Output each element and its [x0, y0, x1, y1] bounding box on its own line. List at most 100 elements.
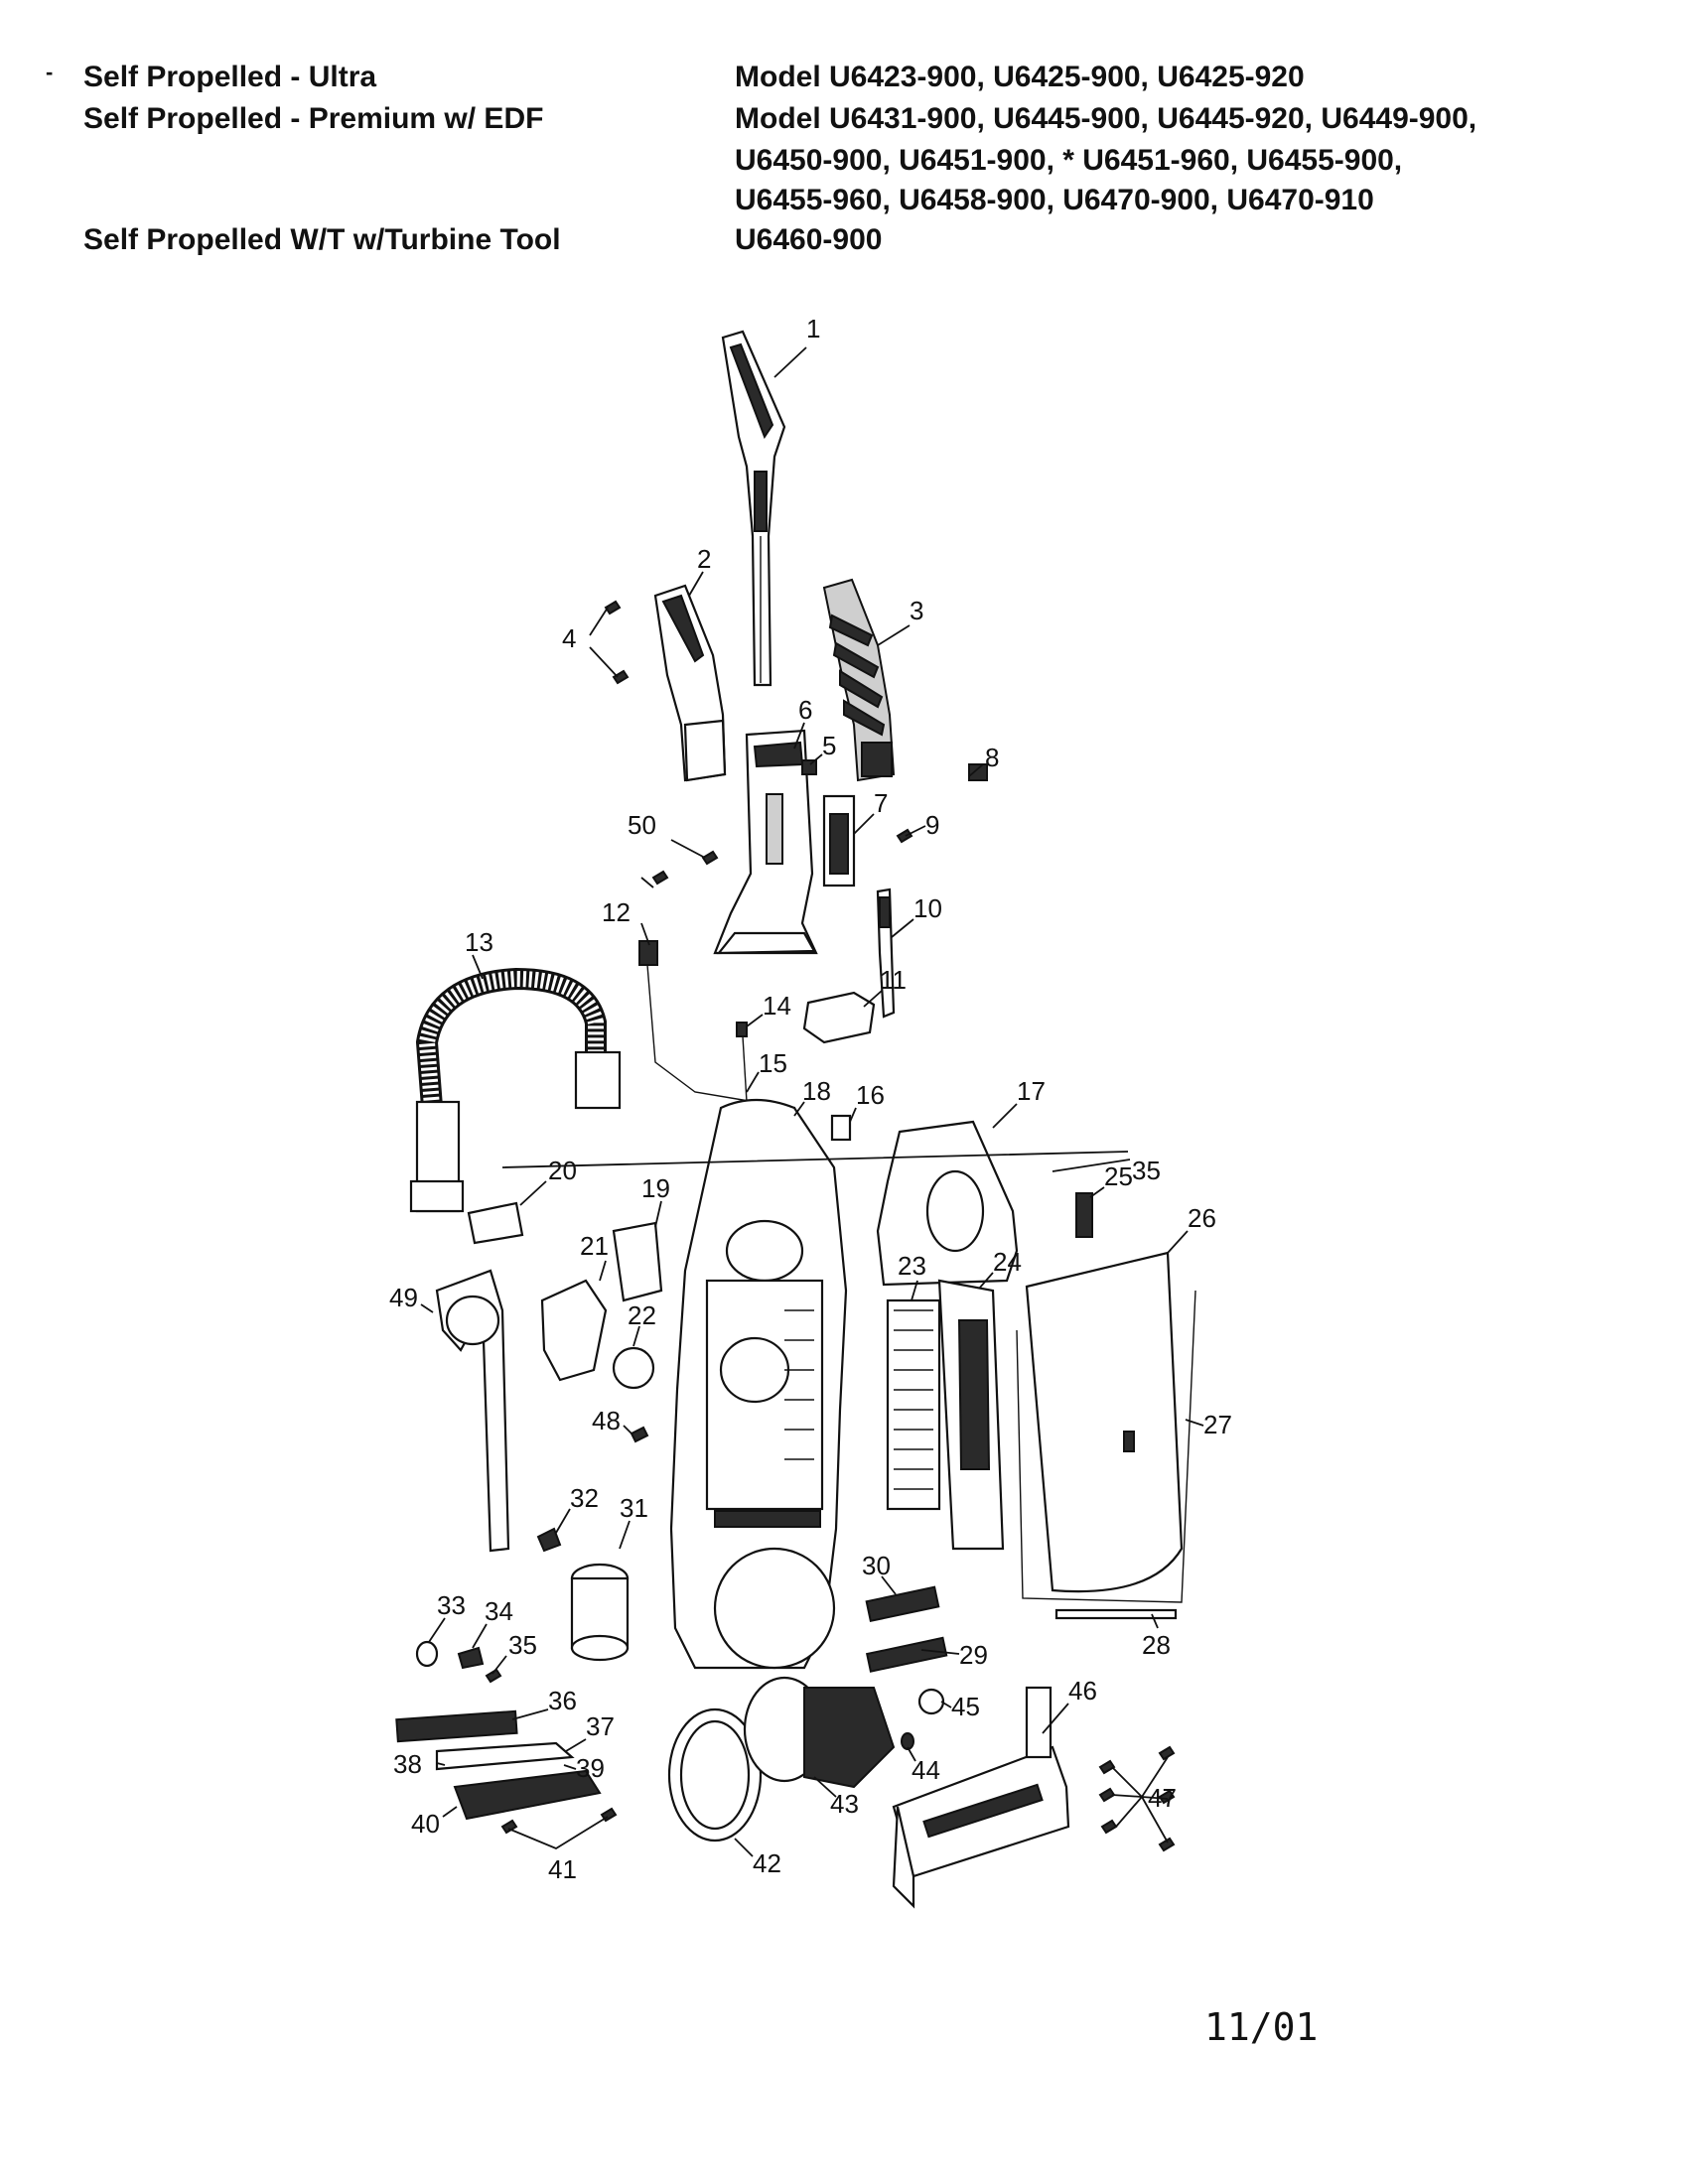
callout-33: 33: [437, 1590, 466, 1620]
part-41-screw-a: [500, 1819, 518, 1835]
part-32: [536, 1527, 562, 1553]
part-47-screws: [1098, 1745, 1176, 1852]
part-22-seal-ring: [612, 1346, 655, 1390]
header-models-premium-line3: U6455-960, U6458-900, U6470-900, U6470-9…: [735, 184, 1374, 216]
header-models-ultra: Model U6423-900, U6425-900, U6425-920: [735, 61, 1305, 93]
callout-43: 43: [830, 1789, 859, 1819]
part-25: [1075, 1192, 1093, 1238]
callout-17: 17: [1017, 1076, 1046, 1106]
part-29-pad: [865, 1636, 948, 1673]
callout-30: 30: [862, 1551, 891, 1580]
callout-25: 25: [1104, 1161, 1133, 1191]
callout-15: 15: [759, 1048, 787, 1078]
part-37-bumper: [435, 1741, 575, 1771]
callout-35-lower: 35: [508, 1630, 537, 1660]
callout-19: 19: [641, 1173, 670, 1203]
part-28-strip: [1054, 1608, 1178, 1620]
header-line-self-propelled-turbine: Self Propelled W/T w/Turbine Tool: [83, 223, 561, 256]
part-30-pad: [865, 1585, 940, 1623]
callout-8: 8: [985, 743, 999, 772]
callout-9: 9: [925, 810, 939, 840]
callout-41: 41: [548, 1854, 577, 1884]
callout-10: 10: [913, 893, 942, 923]
header-line-self-propelled-ultra: Self Propelled - Ultra: [83, 61, 377, 93]
part-19-bracket: [612, 1221, 663, 1302]
part-11-switch-housing: [802, 991, 876, 1044]
header-line-self-propelled-premium: Self Propelled - Premium w/ EDF: [83, 102, 544, 135]
part-7-cord-hook: [822, 794, 856, 887]
callout-7: 7: [874, 788, 888, 818]
callout-32: 32: [570, 1483, 599, 1513]
callout-31: 31: [620, 1493, 648, 1523]
callout-26: 26: [1188, 1203, 1216, 1233]
callout-34: 34: [485, 1596, 513, 1626]
revision-date: 11/01: [1204, 2005, 1319, 2049]
callout-48: 48: [592, 1406, 621, 1435]
part-21-elbow: [540, 1279, 608, 1382]
part-23-filter: [886, 1298, 941, 1511]
header-models-premium-line2: U6450-900, U6451-900, * U6451-960, U6455…: [735, 144, 1403, 177]
callout-47: 47: [1148, 1783, 1177, 1813]
part-handle-tube: [713, 729, 818, 955]
part-17-cover: [876, 1120, 1019, 1287]
callout-14: 14: [763, 991, 791, 1021]
callout-23: 23: [898, 1251, 926, 1281]
callout-46: 46: [1068, 1676, 1097, 1706]
callout-3: 3: [910, 596, 923, 625]
part-20-wand: [435, 1201, 524, 1553]
callout-29: 29: [959, 1640, 988, 1670]
part-13-hose: [409, 967, 622, 1213]
callout-42: 42: [753, 1848, 781, 1878]
part-26-door: [1025, 1251, 1184, 1593]
callout-50: 50: [628, 810, 656, 840]
callout-12: 12: [602, 897, 631, 927]
callout-28: 28: [1142, 1630, 1171, 1660]
part-12-cord: [638, 940, 756, 1103]
part-9-screw: [896, 828, 913, 844]
callout-35-upper: 35: [1132, 1156, 1161, 1185]
part-46-base: [892, 1686, 1070, 1909]
part-33-bulb: [415, 1640, 439, 1668]
callout-22: 22: [628, 1300, 656, 1330]
screws-4-50: [604, 600, 719, 886]
part-34: [457, 1646, 485, 1670]
part-5-clip: [801, 759, 817, 775]
part-16-clip: [830, 1114, 852, 1142]
callout-36: 36: [548, 1686, 577, 1715]
callout-20: 20: [548, 1156, 577, 1185]
header-dash: -: [46, 60, 54, 84]
callout-18: 18: [802, 1076, 831, 1106]
part-43-motor: [743, 1676, 896, 1789]
callout-4: 4: [562, 623, 576, 653]
part-44: [901, 1732, 914, 1750]
part-24-filter-frame: [937, 1279, 1005, 1551]
part-10-switch-rod: [876, 887, 896, 1019]
part-15-wire: [742, 1035, 748, 1103]
callout-2: 2: [697, 544, 711, 574]
part-handle-half-right: [822, 578, 896, 782]
part-45: [917, 1688, 945, 1715]
callout-38: 38: [393, 1749, 422, 1779]
callout-45: 45: [951, 1692, 980, 1721]
part-upper-handle: [721, 330, 786, 687]
callout-39: 39: [576, 1753, 605, 1783]
callout-21: 21: [580, 1231, 609, 1261]
callout-6: 6: [798, 695, 812, 725]
part-48-screw: [630, 1426, 649, 1443]
part-27-seal: [1016, 1290, 1196, 1603]
callout-27: 27: [1203, 1410, 1232, 1439]
callout-5: 5: [822, 731, 836, 760]
callout-40: 40: [411, 1809, 440, 1839]
callout-1: 1: [806, 314, 820, 343]
callout-16: 16: [856, 1080, 885, 1110]
part-36-bar: [395, 1709, 518, 1743]
part-14: [736, 1022, 748, 1037]
leader-lines: [420, 346, 1204, 1857]
callout-37: 37: [586, 1711, 615, 1741]
part-handle-half-left: [653, 584, 727, 782]
part-main-body: [669, 1098, 848, 1670]
part-40-bumper: [453, 1769, 602, 1821]
callout-numbers: 1 2 3 4 5 6 7 8 9 10 11 12 13 14 15 16 1…: [389, 314, 1232, 1884]
header-models-turbine: U6460-900: [735, 223, 883, 256]
